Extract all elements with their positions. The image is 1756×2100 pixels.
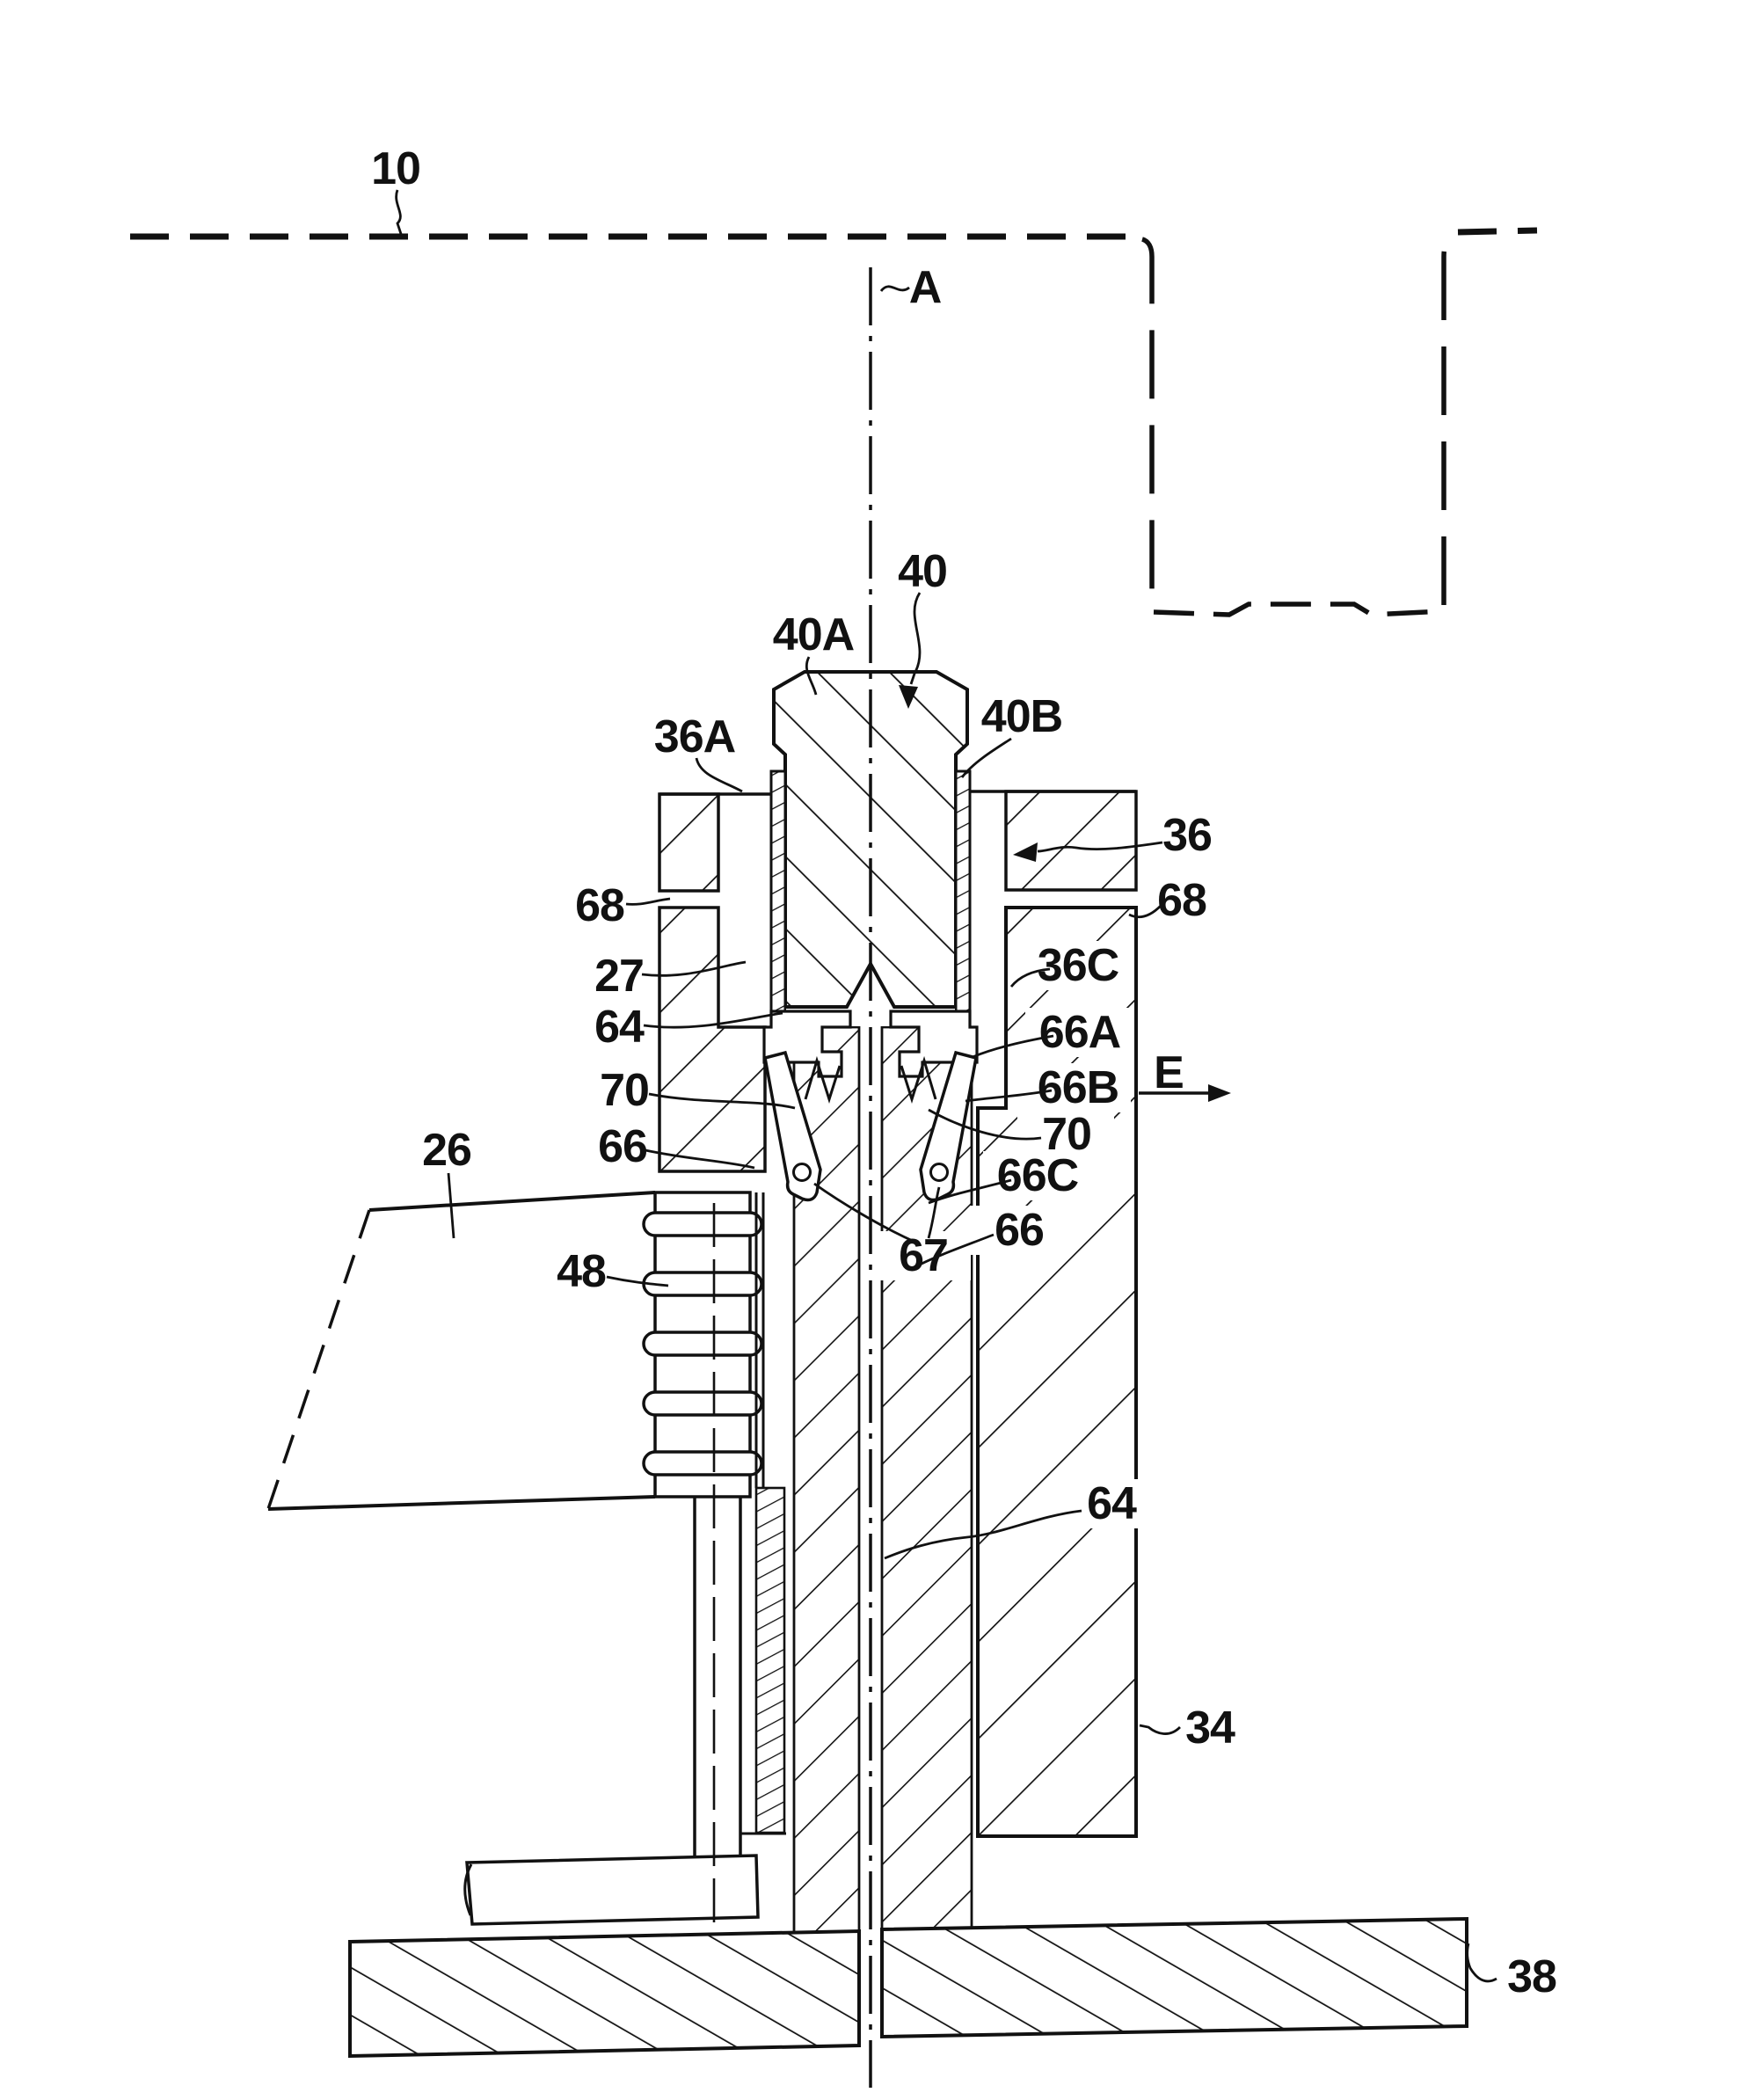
blade-plate-break-edge: [266, 1209, 371, 1510]
leader-70-left: [648, 1092, 796, 1110]
sleeve-40b-left: [769, 769, 787, 1053]
blade-plate-body: [268, 1192, 655, 1509]
base-plate-38-right: [880, 1916, 1468, 2039]
gripper-assembly: [762, 1010, 979, 1202]
housing-block-upper-right: [1004, 790, 1138, 892]
leader-36c: [1009, 967, 1051, 988]
leader-40b: [960, 737, 1012, 778]
ref-label-70-left: 70: [600, 1065, 649, 1116]
base-plate-38: [348, 1916, 1468, 2059]
ref-label-64-lower: 64: [1087, 1478, 1137, 1529]
leader-66b: [965, 1089, 1053, 1103]
ref-label-40a: 40A: [773, 609, 855, 660]
ref-label-48: 48: [557, 1246, 606, 1297]
ref-label-40b: 40B: [981, 691, 1062, 742]
lower-sleeve-strip: [754, 1486, 786, 1834]
ref-label-64-upper: 64: [594, 1002, 645, 1053]
leader-lines: [395, 189, 1497, 1983]
ref-label-34: 34: [1185, 1703, 1235, 1754]
sleeve-40b-right: [954, 769, 972, 1053]
leader-66a: [972, 1034, 1054, 1059]
leader-27: [641, 960, 747, 977]
leader-48: [606, 1275, 669, 1287]
break-line: [463, 1863, 473, 1916]
rod-ring: [642, 1390, 763, 1417]
ref-label-66c: 66C: [997, 1150, 1079, 1201]
leader-70-right: [928, 1108, 1042, 1141]
leader-a: [879, 285, 910, 292]
machine-boundary-dashed-line: [130, 227, 1538, 617]
pivot-hole-67-left: [792, 1163, 812, 1182]
ref-label-68-left: 68: [575, 880, 624, 931]
corrugated-rod-48: [642, 1191, 763, 1917]
ref-label-36c: 36C: [1038, 940, 1119, 991]
spring-70-right: [900, 1055, 937, 1104]
blade-plate-26: [266, 1191, 656, 1511]
leader-66-right: [919, 1233, 995, 1266]
arrowhead-36-icon: [1013, 842, 1038, 862]
leader-64-upper: [643, 1011, 783, 1029]
ref-label-e: E: [1154, 1047, 1184, 1098]
base-plate-38-left: [348, 1929, 861, 2059]
housing-block-upper-left: [658, 792, 720, 893]
leader-36: [1037, 841, 1163, 853]
leader-26: [447, 1172, 455, 1239]
leader-67-right: [927, 1186, 941, 1239]
leader-40a: [805, 656, 818, 696]
arrowhead-40-icon: [899, 685, 918, 709]
leader-38: [1466, 1943, 1497, 1983]
ref-label-40: 40: [898, 546, 947, 597]
ref-label-10: 10: [371, 143, 420, 194]
leader-66-left: [645, 1148, 755, 1170]
leader-34: [1139, 1724, 1181, 1735]
leader-10: [395, 189, 403, 235]
leader-64-lower: [884, 1509, 1082, 1560]
reference-labels: 10 A 40 40A 36A 40B 36 68 68 27 36C 64 6…: [371, 143, 1557, 2002]
ref-label-36: 36: [1162, 810, 1212, 861]
guide-rail: [754, 1192, 765, 1488]
leader-36a: [695, 757, 743, 793]
ref-label-27: 27: [594, 951, 644, 1002]
ref-label-66-right: 66: [995, 1205, 1044, 1256]
ref-label-a: A: [909, 262, 942, 313]
label-halo: [874, 941, 1159, 1528]
ref-label-66a: 66A: [1039, 1007, 1121, 1058]
direction-e-arrow-icon: [1139, 1084, 1231, 1102]
ref-label-66b: 66B: [1038, 1062, 1118, 1113]
ref-label-26: 26: [422, 1125, 471, 1176]
base-block: [463, 1854, 760, 1926]
rod-ring: [642, 1450, 763, 1477]
ref-label-38: 38: [1507, 1951, 1556, 2002]
leader-68-right: [1128, 905, 1162, 919]
ref-label-36a: 36A: [654, 711, 736, 762]
rod-ring: [642, 1211, 763, 1237]
leader-68-left: [625, 897, 671, 906]
rod-ring: [642, 1331, 763, 1357]
gripper-finger-66-left: [762, 1050, 822, 1202]
ref-label-68-right: 68: [1157, 875, 1206, 926]
spring-70-left: [804, 1055, 842, 1104]
ref-label-67: 67: [899, 1230, 948, 1281]
punch-shaft-40: [772, 670, 969, 1009]
ref-label-70-right: 70: [1042, 1109, 1091, 1160]
leader-40: [909, 592, 922, 685]
pivot-hole-67-right: [929, 1163, 949, 1182]
leader-67-left: [813, 1182, 915, 1243]
ref-label-66-left: 66: [598, 1121, 647, 1172]
